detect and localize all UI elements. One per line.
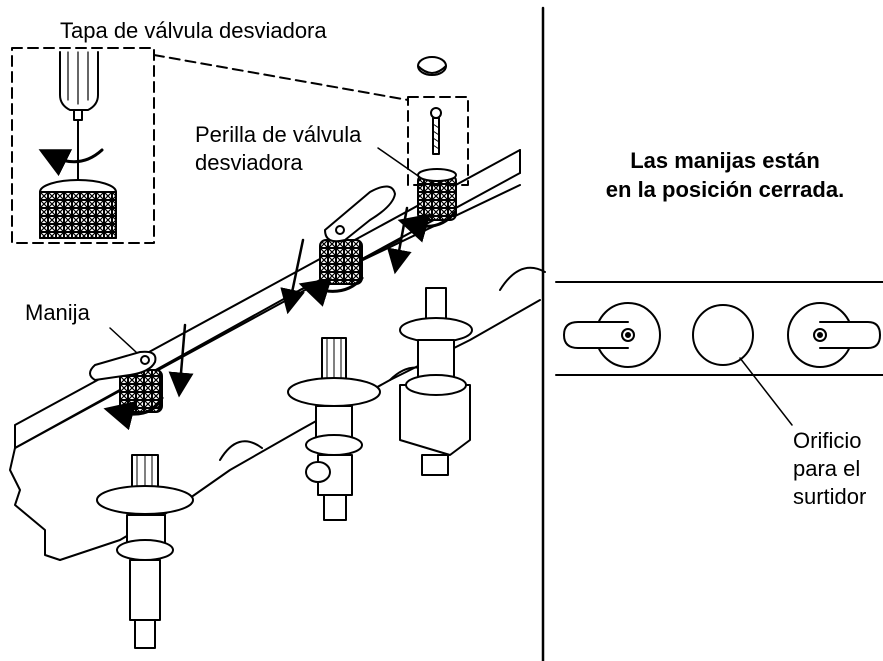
leader-perilla	[377, 147, 425, 181]
diverter-knob	[397, 168, 457, 243]
valve-left	[96, 454, 194, 649]
note-line-2: en la posición cerrada.	[605, 177, 845, 202]
valve-right	[399, 287, 473, 476]
handle-middle	[298, 185, 396, 307]
down-arrows	[168, 206, 412, 398]
handle-left	[89, 350, 164, 431]
handle-lever-right	[819, 321, 881, 349]
label-orificio-3: surtidor	[793, 484, 867, 509]
screw	[430, 107, 442, 155]
label-manija: Manija	[25, 300, 90, 325]
closed-position-note: Las manijas están en la posición cerrada…	[560, 146, 883, 204]
top-view	[555, 281, 883, 426]
label-perilla-1: Perilla de válvula	[195, 122, 362, 147]
leader-manija	[109, 327, 137, 353]
dashed-box-small	[407, 96, 469, 186]
dashed-box-inset	[11, 47, 155, 244]
label-orificio-2: para el	[793, 456, 861, 481]
label-orificio-1: Orificio	[793, 428, 862, 453]
label-tapa: Tapa de válvula desviadora	[60, 18, 327, 43]
spout-hole	[692, 304, 754, 366]
leader-orificio	[739, 357, 793, 426]
label-perilla-2: desviadora	[195, 150, 303, 175]
note-line-1: Las manijas están	[630, 148, 820, 173]
handle-lever-left	[563, 321, 629, 349]
screwdriver-inset	[38, 51, 117, 239]
valve-middle	[287, 337, 381, 521]
